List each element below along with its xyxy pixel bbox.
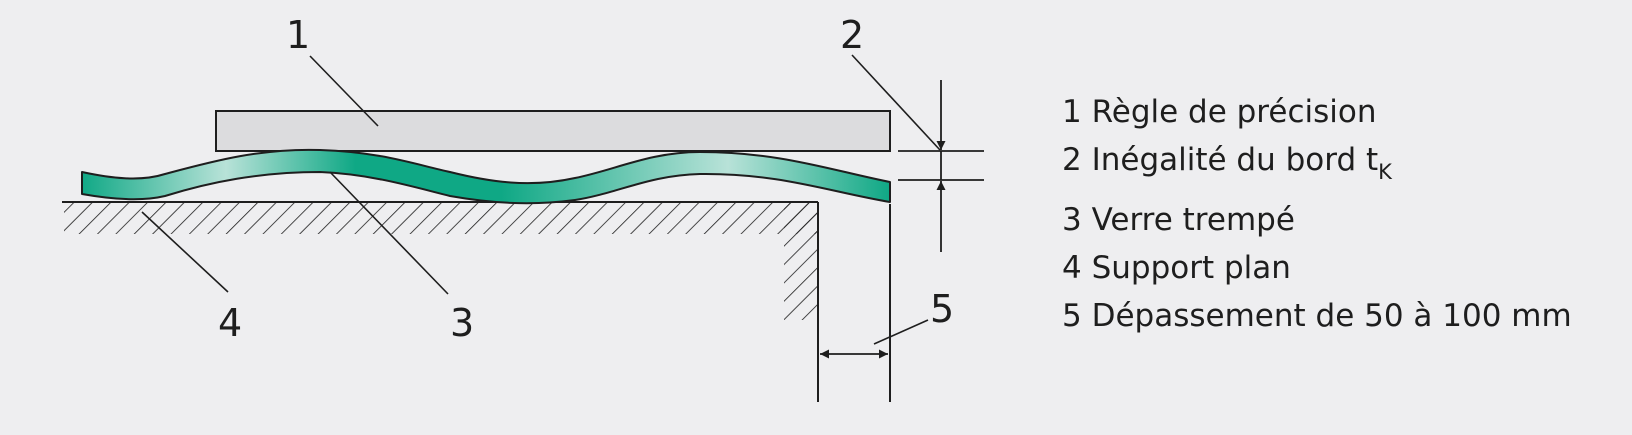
- legend-text: Dépassement de 50 à 100 mm: [1091, 298, 1572, 334]
- callout-4: 4: [218, 301, 242, 345]
- legend-item-4: 4 Support plan: [1062, 244, 1572, 292]
- legend-number: 1: [1062, 94, 1082, 130]
- legend-number: 4: [1062, 250, 1082, 286]
- legend-number: 5: [1062, 298, 1082, 334]
- legend-item-5: 5 Dépassement de 50 à 100 mm: [1062, 292, 1572, 340]
- legend-number: 2: [1062, 142, 1082, 178]
- callout-2: 2: [840, 13, 864, 57]
- callout-1: 1: [286, 13, 310, 57]
- legend-text: Verre trempé: [1091, 202, 1295, 238]
- callout-3: 3: [450, 301, 474, 345]
- legend: 1 Règle de précision 2 Inégalité du bord…: [1062, 88, 1572, 340]
- legend-text: Règle de précision: [1091, 94, 1377, 130]
- legend-item-2: 2 Inégalité du bord tK: [1062, 136, 1572, 196]
- legend-text: Inégalité du bord t: [1091, 142, 1379, 178]
- legend-number: 3: [1062, 202, 1082, 238]
- flat-support: [62, 200, 838, 402]
- leader-lines: [141, 54, 941, 345]
- legend-item-1: 1 Règle de précision: [1062, 88, 1572, 136]
- tempered-glass: [81, 148, 891, 205]
- legend-text: Support plan: [1091, 250, 1291, 286]
- legend-item-3: 3 Verre trempé: [1062, 196, 1572, 244]
- overhang-dimension: [820, 204, 891, 402]
- callout-5: 5: [930, 287, 954, 331]
- edge-unevenness-dimension: [898, 80, 984, 252]
- precision-ruler: [215, 110, 891, 152]
- legend-subscript: K: [1378, 160, 1392, 184]
